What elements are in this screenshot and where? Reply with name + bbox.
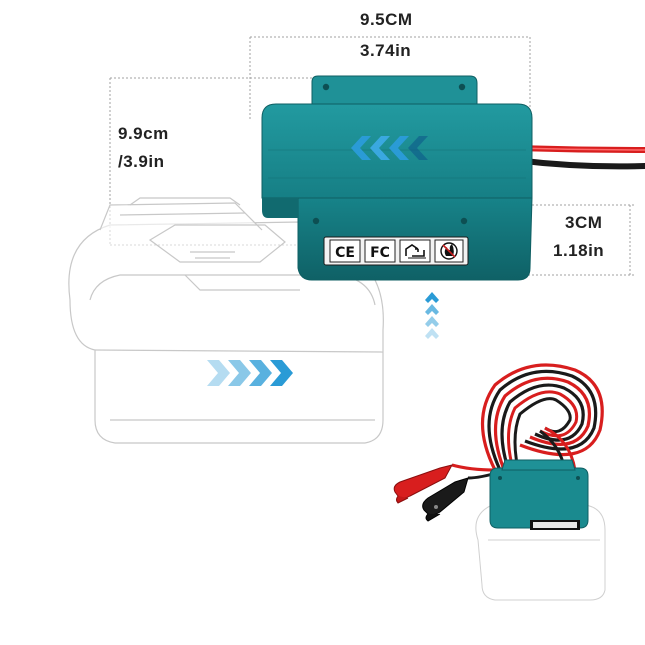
dimension-width-cm: 9.5CM	[360, 10, 413, 29]
ce-mark-icon: CE	[335, 245, 355, 261]
main-adapter: CE FC	[261, 75, 533, 281]
fire-warning-icon	[434, 239, 464, 263]
dimension-depth-in: 1.18in	[553, 241, 605, 260]
chevron-right-arrows-icon	[207, 360, 293, 386]
dimension-depth-cm: 3CM	[565, 213, 603, 232]
fcc-mark-icon: FC	[370, 245, 390, 261]
red-clamp	[393, 464, 453, 504]
coiled-cable	[451, 363, 604, 480]
dimension-height-cm: 9.9cm	[118, 124, 169, 143]
chevron-left-arrows-icon	[351, 136, 428, 160]
black-clamp	[422, 477, 469, 522]
main-wires	[512, 145, 645, 170]
chevron-up-arrows-icon	[425, 292, 439, 339]
recycle-icon	[399, 239, 431, 263]
dimension-width-in: 3.74in	[360, 41, 412, 60]
dimension-height-in: /3.9in	[118, 152, 165, 171]
small-adapter	[489, 459, 589, 530]
